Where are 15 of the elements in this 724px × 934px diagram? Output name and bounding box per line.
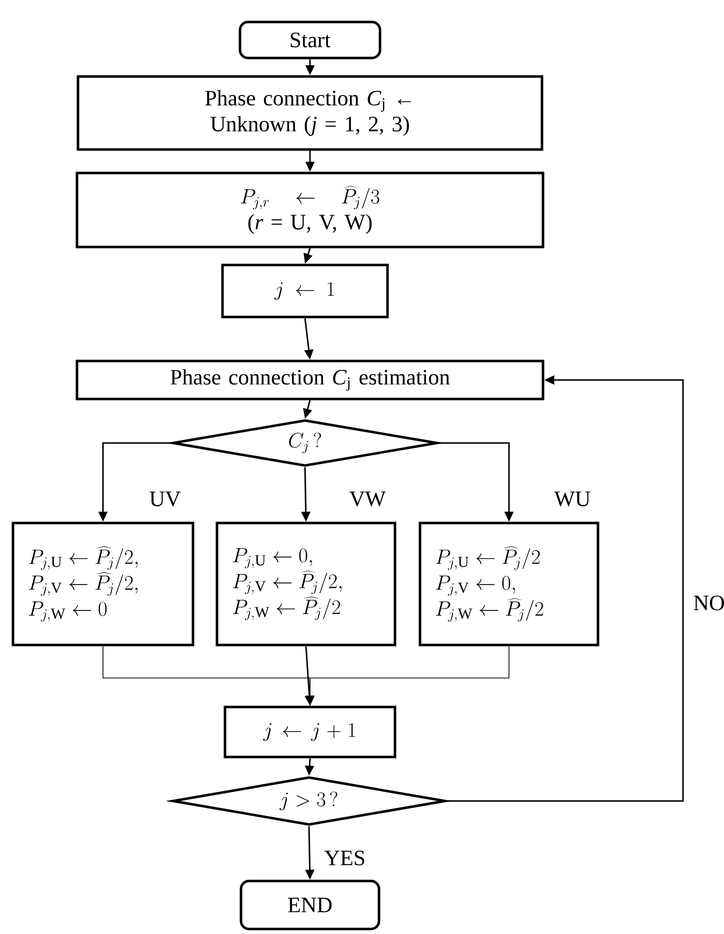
process-box: $P_{j,r} \leftarrow \widehat{P}_j/3$ (r = U, V, W) <box>76 172 544 248</box>
terminal-box: Start <box>238 20 382 60</box>
process-box: Phase connection C$_{j}$ estimation <box>76 360 544 400</box>
process-box: $P_{j,\mathrm{U}} \leftarrow \widehat{P}_j/2,$ $P_{j,\mathrm{V}} \leftarrow \widehat{P}_j/2,$ $P_{j,\mathrm{W}} \leftarrow 0$ <box>12 522 194 646</box>
edge-label: NO <box>694 596 724 610</box>
edge-label: WU <box>554 492 590 506</box>
edge-label: UV <box>150 492 181 506</box>
terminal-box: END <box>240 880 380 930</box>
process-box: $P_{j,\mathrm{U}} \leftarrow \widehat{P}_j/2$ $P_{j,\mathrm{V}} \leftarrow 0,$ $P_{j,\mathrm{W}} \leftarrow \widehat{P}_j/2$ <box>418 522 600 646</box>
process-box: $P_{j,\mathrm{U}} \leftarrow 0,$ $P_{j,\mathrm{V}} \leftarrow \widehat{P}_j/2,$ $P_{j,\mathrm{W}} \leftarrow \widehat{P}_j/2$ <box>216 522 396 646</box>
process-box: $j \leftarrow 1$ <box>221 264 389 318</box>
edge-label: VW <box>349 492 386 506</box>
edge-label: YES <box>324 850 364 866</box>
process-box: $j \leftarrow j+1$ <box>224 706 396 758</box>
process-box: Phase connection C$_{j}$ ← Unknown (j = 1, 2, 3) <box>76 75 544 151</box>
